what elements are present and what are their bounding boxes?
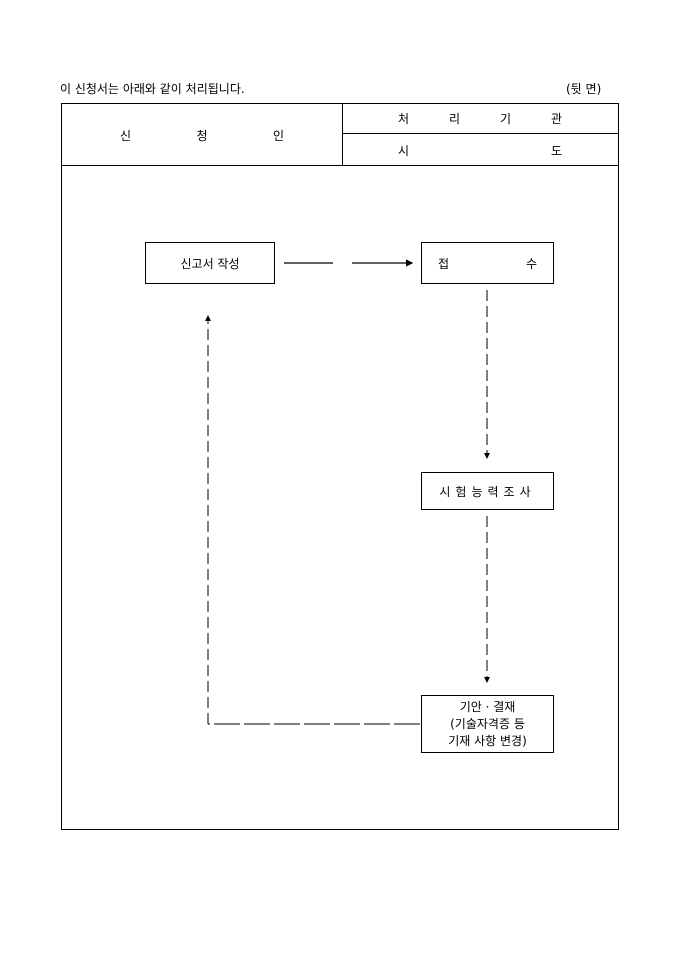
processing-org-label: 처 리 기 관 bbox=[398, 112, 562, 126]
step-receipt-char-1: 접 bbox=[438, 256, 450, 271]
step-receipt-box: 접 수 bbox=[421, 242, 554, 284]
step-exam-box: 시험능력조사 bbox=[421, 472, 554, 510]
header-divider-vertical bbox=[342, 103, 343, 166]
step-approval-line-2: (기술자격증 등 bbox=[450, 716, 525, 731]
step-exam-label: 시험능력조사 bbox=[439, 484, 536, 499]
city-province-label: 시 도 bbox=[398, 144, 562, 158]
step-approval-line-3: 기재 사항 변경) bbox=[448, 733, 527, 748]
step-receipt-char-2: 수 bbox=[525, 256, 537, 271]
process-form bbox=[61, 103, 619, 830]
header-bottom-border bbox=[61, 165, 619, 166]
step-draft-box: 신고서 작성 bbox=[145, 242, 275, 284]
intro-text: 이 신청서는 아래와 같이 처리됩니다. bbox=[60, 82, 245, 96]
step-draft-label: 신고서 작성 bbox=[180, 256, 240, 271]
applicant-label: 신 청 인 bbox=[120, 129, 284, 143]
header-table: 신 청 인 처 리 기 관 시 도 bbox=[61, 103, 619, 166]
page-side-label: (뒷 면) bbox=[566, 82, 602, 96]
step-approval-line-1: 기안 · 결재 bbox=[459, 699, 516, 714]
header-divider-horizontal bbox=[342, 133, 619, 134]
step-approval-box: 기안 · 결재 (기술자격증 등 기재 사항 변경) bbox=[421, 695, 554, 753]
